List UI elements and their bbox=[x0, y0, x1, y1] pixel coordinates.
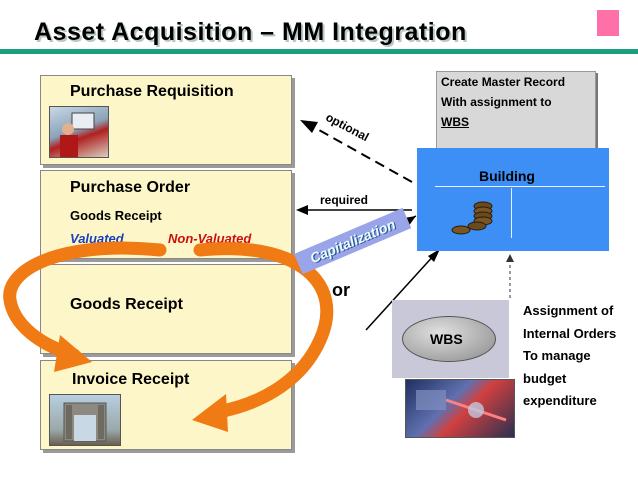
assignment-note-line4: budget bbox=[523, 370, 567, 386]
assignment-note-line2: Internal Orders bbox=[523, 325, 617, 341]
page-title: Asset Acquisition – MM Integration bbox=[34, 18, 467, 46]
optional-arrow-head bbox=[300, 120, 318, 133]
purchase-order-label: Purchase Order bbox=[70, 179, 191, 196]
machinery-photo bbox=[405, 379, 515, 438]
building-divider-v bbox=[511, 188, 512, 238]
building-divider-h bbox=[435, 186, 605, 187]
goods-receipt-sublabel: Goods Receipt bbox=[70, 208, 162, 223]
title-underline bbox=[0, 49, 638, 54]
assignment-note: Assignment of Internal Orders To manage … bbox=[523, 300, 616, 413]
flow-arrow-left bbox=[3, 241, 167, 362]
assignment-arrow-head bbox=[506, 254, 514, 262]
building-label: Building bbox=[479, 168, 535, 184]
building-photo bbox=[49, 394, 121, 446]
master-record-line2: With assignment to bbox=[441, 95, 552, 109]
purchase-requisition-box: Purchase Requisition bbox=[40, 75, 292, 165]
master-record-line1: Create Master Record bbox=[441, 75, 566, 89]
office-worker-photo bbox=[49, 106, 109, 158]
assignment-note-line5: expenditure bbox=[523, 393, 597, 408]
wbs-label: WBS bbox=[430, 331, 463, 347]
wbs-ellipse bbox=[402, 316, 496, 362]
invoice-receipt-label: Invoice Receipt bbox=[72, 371, 190, 388]
required-arrow-head bbox=[296, 205, 308, 215]
wbs-arrow-head bbox=[428, 249, 440, 262]
goods-receipt-label: Goods Receipt bbox=[70, 296, 183, 313]
wbs-to-building-arrow bbox=[365, 252, 437, 331]
goods-receipt-box: Goods Receipt bbox=[40, 264, 292, 354]
building-box: Building bbox=[417, 148, 609, 251]
master-record-box: Create Master Record With assignment to … bbox=[436, 71, 596, 149]
master-record-line3: WBS bbox=[441, 115, 469, 129]
optional-arrow-line bbox=[309, 124, 413, 183]
or-label: or bbox=[332, 280, 350, 300]
required-label: required bbox=[320, 193, 369, 207]
flow-arrow-right-head bbox=[192, 394, 228, 432]
assignment-note-line1: Assignment of bbox=[523, 303, 614, 318]
assignment-note-line3: To manage bbox=[523, 348, 591, 363]
purchase-requisition-label: Purchase Requisition bbox=[70, 83, 234, 100]
flow-arrow-right bbox=[193, 242, 334, 419]
coins-icon bbox=[449, 198, 499, 238]
corner-marker bbox=[597, 10, 619, 36]
flow-arrow-left-head bbox=[54, 335, 92, 372]
